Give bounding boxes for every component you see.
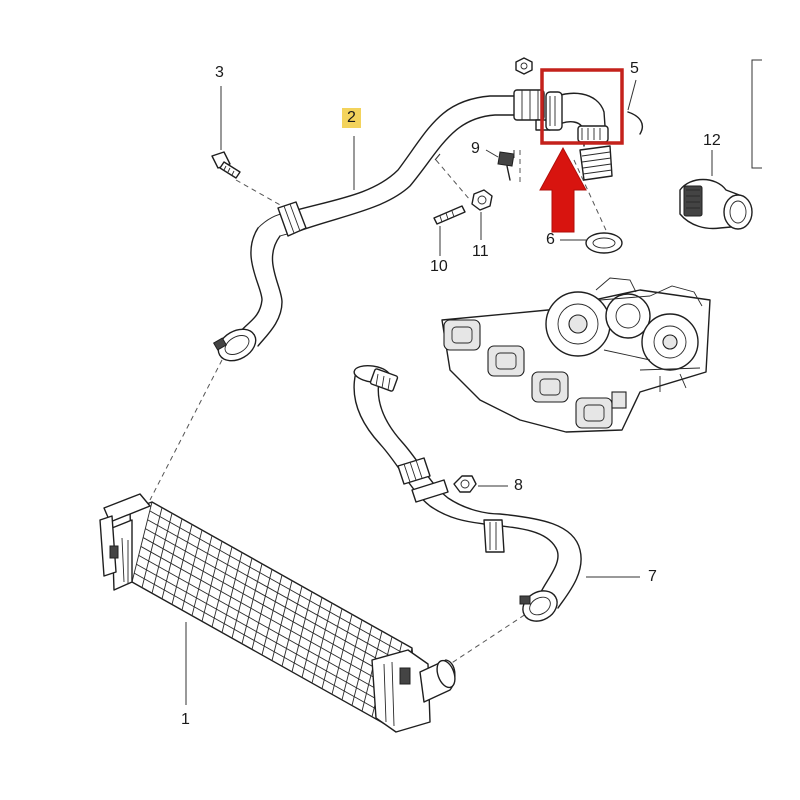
- fin-line: [351, 625, 373, 706]
- hose-upper-clamp: [277, 201, 307, 237]
- elbow-hose-5: [545, 79, 644, 147]
- nut-8: [453, 475, 508, 493]
- fin-line: [291, 591, 313, 672]
- fin-row-line: [140, 546, 402, 693]
- sleeve: [579, 145, 613, 181]
- callout-10: 10: [430, 258, 448, 275]
- callout-12: 12: [703, 132, 721, 149]
- nut-top: [515, 57, 533, 75]
- fin-line: [161, 518, 183, 599]
- fin-line: [261, 574, 283, 656]
- callout-1: 1: [181, 711, 190, 728]
- fin-line: [271, 580, 293, 661]
- fin-line: [321, 608, 343, 689]
- bolt-9: [485, 149, 515, 181]
- hose-lower-top-clamp: [353, 364, 399, 392]
- hose-upper-connector: [513, 89, 551, 131]
- clamp-6: [560, 232, 623, 254]
- nut-11: [471, 189, 493, 240]
- fin-line: [171, 524, 193, 605]
- fin-row-line: [142, 537, 404, 684]
- fin-row-line: [149, 510, 410, 658]
- callout-6: 6: [546, 231, 555, 248]
- fin-row-line: [136, 563, 397, 711]
- fin-line: [141, 507, 163, 588]
- fin-line: [181, 529, 203, 611]
- callout-9: 9: [471, 140, 480, 157]
- callout-3: 3: [215, 64, 224, 81]
- callout-7: 7: [648, 568, 657, 585]
- fin-line: [251, 569, 273, 650]
- side-bracket: [751, 59, 762, 169]
- fin-line: [301, 597, 323, 678]
- turbocharger-manifold: [441, 277, 711, 433]
- fin-row-line: [134, 572, 395, 720]
- fin-line: [211, 546, 233, 628]
- fin-line: [151, 513, 173, 594]
- red-arrow-icon: [539, 146, 587, 233]
- bolt-3: [211, 86, 241, 179]
- stud-10: [433, 205, 466, 256]
- fin-line: [201, 541, 223, 622]
- fin-row-line: [145, 528, 406, 676]
- hose-upper: [212, 89, 551, 362]
- fin-line: [281, 586, 303, 667]
- callout-2: 2: [342, 108, 361, 128]
- intercooler-fins: [131, 501, 413, 729]
- connector-12: [679, 150, 753, 230]
- fin-line: [361, 631, 383, 712]
- fin-line: [311, 602, 333, 684]
- hose-upper-end-clamp: [212, 328, 257, 362]
- callout-5: 5: [630, 60, 639, 77]
- fin-row-line: [138, 554, 399, 702]
- hose-lower-end-clamp: [519, 590, 558, 622]
- fin-line: [241, 563, 263, 644]
- fin-line: [231, 558, 253, 639]
- fin-line: [221, 552, 243, 633]
- fin-line: [191, 535, 213, 616]
- fin-row-line: [147, 519, 408, 667]
- hose-lower-7: [353, 364, 640, 622]
- intercooler-1: [99, 493, 456, 733]
- callout-8: 8: [514, 477, 523, 494]
- fin-line: [331, 614, 353, 695]
- fin-line: [341, 619, 363, 701]
- callout-11: 11: [472, 243, 489, 260]
- highlight-box: [540, 68, 624, 145]
- fin-line: [131, 501, 153, 583]
